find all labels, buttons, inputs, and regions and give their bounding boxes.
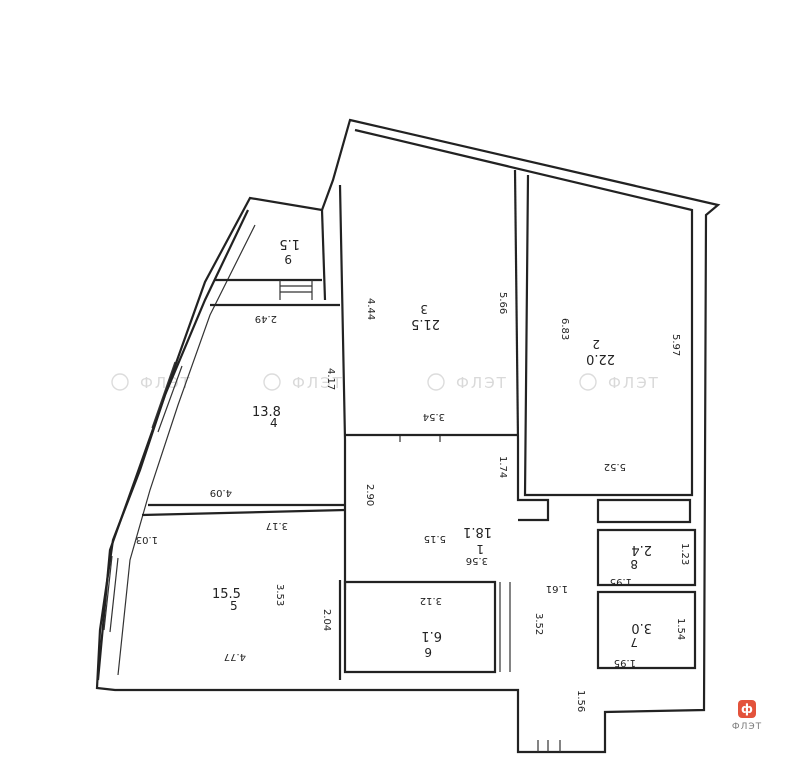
- dim-label: 1.23: [679, 543, 690, 565]
- room-6-label: 6 6.1: [421, 628, 442, 659]
- dim-label: 1.95: [610, 576, 632, 587]
- svg-text:13.8: 13.8: [252, 405, 281, 420]
- dim-label: 5.97: [670, 334, 681, 356]
- svg-text:2.4: 2.4: [631, 542, 652, 557]
- svg-text:21.5: 21.5: [411, 316, 440, 331]
- brand-logo: ф ФЛЭТ: [717, 700, 777, 748]
- dim-label: 4.09: [210, 487, 232, 498]
- svg-text:9: 9: [284, 252, 292, 266]
- svg-text:6.1: 6.1: [421, 628, 442, 643]
- dimension-labels: 4.44 5.66 3.54 6.83 5.97 5.52 2.49 4.17 …: [136, 292, 690, 712]
- watermark-icon: [263, 373, 281, 391]
- dim-label: 5.52: [604, 461, 626, 472]
- dim-label: 3.56: [466, 555, 488, 566]
- svg-text:3: 3: [420, 302, 428, 316]
- dim-label: 5.66: [497, 292, 508, 314]
- dim-label: 1.54: [675, 618, 686, 640]
- svg-text:1: 1: [476, 542, 484, 556]
- dim-label: 1.61: [546, 583, 568, 594]
- svg-text:3.0: 3.0: [631, 620, 652, 635]
- watermark-icon: [111, 373, 129, 391]
- watermark-icon: [579, 373, 597, 391]
- room-4-label: 4 13.8: [252, 405, 281, 430]
- room-3-label: 3 21.5: [411, 302, 440, 331]
- dim-label: 1.03: [136, 534, 158, 545]
- dim-label: 3.17: [266, 520, 288, 531]
- svg-text:8: 8: [630, 557, 638, 571]
- dim-label: 5.15: [424, 533, 446, 544]
- dim-label: 4.77: [224, 651, 246, 662]
- room-8-label: 8 2.4: [630, 542, 652, 571]
- room-2-label: 2 22.0: [586, 337, 615, 366]
- svg-text:2: 2: [592, 337, 600, 351]
- svg-text:15.5: 15.5: [212, 587, 241, 602]
- dim-label: 6.83: [559, 318, 570, 340]
- logo-text: ФЛЭТ: [731, 722, 763, 732]
- outer-walls: [95, 118, 721, 754]
- dim-label: 2.90: [364, 484, 375, 506]
- interior-walls: [141, 169, 697, 752]
- watermark-icon: [427, 373, 445, 391]
- svg-text:1.5: 1.5: [279, 236, 300, 251]
- dim-label: 1.95: [614, 657, 636, 668]
- dim-label: 4.17: [325, 368, 336, 390]
- dim-label: 2.49: [255, 313, 277, 324]
- watermark-text: ФЛЭТ: [608, 374, 660, 392]
- svg-text:22.0: 22.0: [586, 351, 615, 366]
- logo-icon: ф: [738, 700, 756, 718]
- watermark-text: ФЛЭТ: [292, 374, 344, 392]
- dim-label: 3.53: [274, 584, 285, 606]
- svg-text:6: 6: [424, 645, 432, 659]
- dim-label: 1.56: [575, 690, 586, 712]
- room-9-label: 9 1.5: [279, 236, 300, 266]
- svg-text:18.1: 18.1: [463, 524, 492, 539]
- watermark-text: ФЛЭТ: [456, 374, 508, 392]
- dim-label: 3.54: [423, 411, 445, 422]
- svg-text:5: 5: [230, 599, 238, 613]
- dim-label: 3.12: [420, 595, 442, 606]
- room-1-label: 1 18.1: [463, 524, 492, 556]
- watermark-row: ФЛЭТ ФЛЭТ ФЛЭТ ФЛЭТ: [111, 373, 660, 392]
- svg-text:7: 7: [630, 635, 638, 649]
- dim-label: 4.44: [365, 298, 376, 320]
- dim-label: 3.52: [533, 613, 544, 635]
- dim-label: 1.74: [497, 456, 508, 478]
- dim-label: 2.04: [321, 609, 332, 631]
- svg-text:4: 4: [270, 416, 278, 430]
- room-7-label: 7 3.0: [630, 620, 652, 649]
- room-5-label: 5 15.5: [212, 587, 241, 613]
